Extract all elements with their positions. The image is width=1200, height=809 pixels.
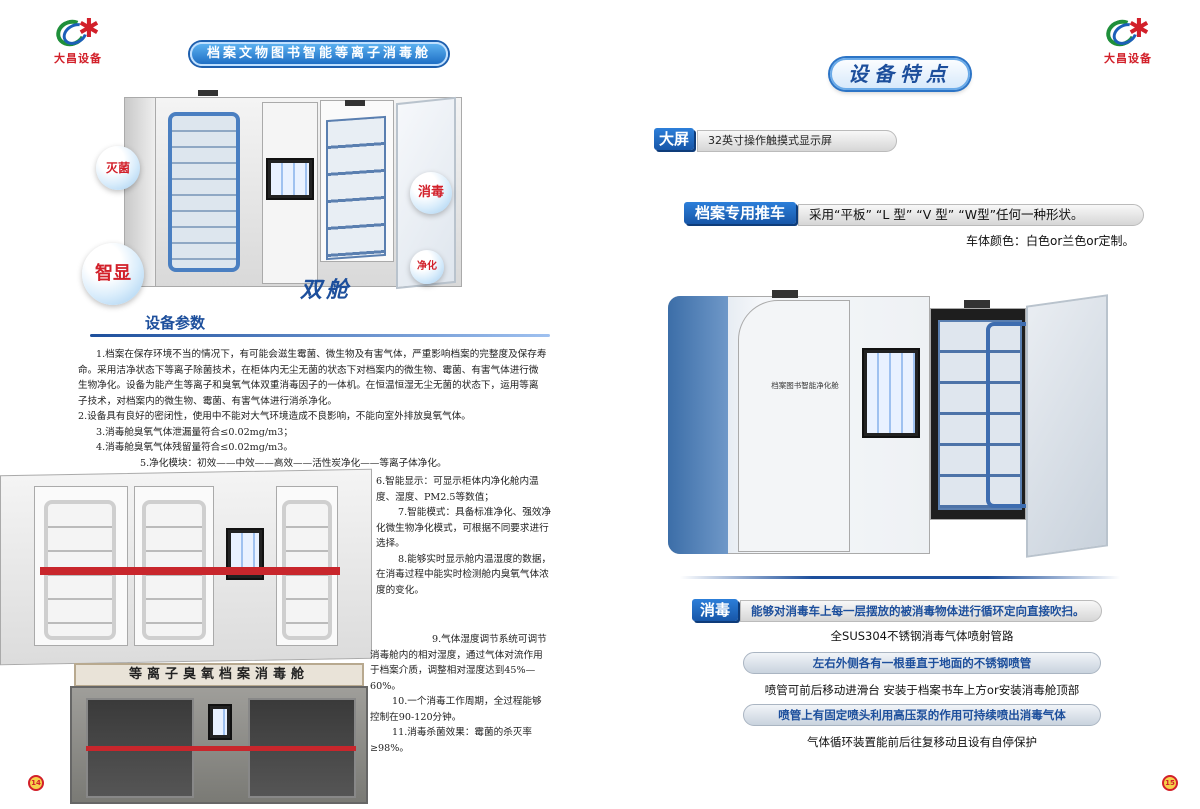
logo-text: 大昌设备 [1104, 52, 1152, 65]
params-text: 1.档案在保存环境不当的情况下，有可能会滋生霉菌、微生物及有害气体，严重影响档案… [78, 347, 548, 471]
param-paragraph: 4.消毒舱臭氧气体残留量符合≤0.02mg/m3。 [96, 442, 293, 453]
logo-mark-icon: ✱ [1102, 14, 1150, 51]
param-paragraph: 11.消毒杀菌效果：霉菌的杀灭率≥98%。 [370, 727, 532, 754]
screen-description: 32英寸操作触摸式显示屏 [697, 130, 897, 152]
disinfect-description: 能够对消毒车上每一层摆放的被消毒物体进行循环定向直接吹扫。 [740, 600, 1102, 622]
params-side-text: 6.智能显示：可显示柜体内净化舱内温度、湿度、PM2.5等数值； 7.智能模式：… [376, 474, 556, 598]
page-title: 设备特点 [830, 58, 970, 90]
param-paragraph: 10.一个消毒工作周期，全过程能够控制在90-120分钟。 [370, 696, 542, 723]
feature-item: 喷管上有固定喷头利用高压泵的作用可持续喷出消毒气体 [743, 704, 1101, 726]
tag-disinfect: 消毒 [692, 599, 738, 621]
page-number: 15 [1162, 775, 1178, 791]
feature-item: 左右外侧各有一根垂直于地面的不锈钢喷管 [743, 652, 1101, 674]
brand-logo: ✱ 大昌设备 [48, 14, 108, 65]
section-params: 设备参数 [90, 312, 550, 337]
logo-mark-icon: ✱ [52, 14, 100, 51]
brand-logo: ✱ 大昌设备 [1098, 14, 1158, 65]
feature-item: 气体循环装置能前后往复移动且设有自停保护 [807, 735, 1037, 749]
bubble-disinfect: 消毒 [410, 172, 452, 214]
ozone-cabinet-sign: 等离子臭氧档案消毒舱 [74, 663, 364, 687]
bubble-smart: 智显 [82, 243, 144, 305]
page-banner: 档案文物图书智能等离子消毒舱 [190, 42, 448, 66]
tag-screen: 大屏 [654, 128, 694, 150]
param-paragraph: 1.档案在保存环境不当的情况下，有可能会滋生霉菌、微生物及有害气体，严重影响档案… [78, 349, 547, 407]
right-page: ✱ 大昌设备 设备特点 大屏 32英寸操作触摸式显示屏 档案专用推车 采用“平板… [600, 0, 1200, 809]
params-side-text-lower: 9.气体湿度调节系统可调节消毒舱内的相对湿度，通过气体对流作用于档案介质，调整相… [370, 632, 548, 756]
section-params-title: 设备参数 [145, 314, 206, 332]
tag-cart: 档案专用推车 [684, 202, 796, 224]
param-paragraph: 6.智能显示：可显示柜体内净化舱内温度、湿度、PM2.5等数值； [376, 476, 539, 503]
cart-description: 采用“平板” “L 型” “V 型” “W型”任何一种形状。 [798, 204, 1144, 226]
feature-item: 喷管可前后移动进滑台 安装于档案书车上方or安装消毒舱顶部 [764, 683, 1080, 697]
param-paragraph: 3.消毒舱臭氧气体泄漏量符合≤0.02mg/m3； [96, 426, 293, 438]
param-paragraph: 9.气体湿度调节系统可调节消毒舱内的相对湿度，通过气体对流作用于档案介质，调整相… [370, 634, 547, 692]
section-divider [680, 576, 1120, 579]
bubble-sterilize: 灭菌 [96, 146, 140, 190]
section-underline [90, 334, 550, 337]
ozone-cabinet-image [70, 686, 368, 804]
feature-item: 全SUS304不锈钢消毒气体喷射管路 [830, 629, 1014, 643]
twin-caption: 双舱 [300, 277, 353, 303]
param-paragraph: 2.设备具有良好的密闭性，使用中不能对大气环境造成不良影响，不能向室外排放臭氧气… [78, 411, 471, 422]
color-note: 车体颜色：白色or兰色or定制。 [966, 234, 1135, 248]
param-paragraph: 7.智能模式：具备标准净化、强效净化微生物净化模式，可根据不同要求进行选择。 [376, 507, 552, 549]
logo-text: 大昌设备 [54, 52, 102, 65]
machine-label: 档案图书智能净化舱 [771, 381, 839, 390]
page-number: 14 [28, 775, 44, 791]
param-paragraph: 8.能够实时显示舱内温湿度的数据，在消毒过程中能实时检测舱内臭氧气体浓度的变化。 [376, 553, 552, 596]
param-paragraph: 5.净化模块：初效——中效——高效——活性炭净化——等离子体净化。 [140, 457, 447, 469]
left-page: ✱ 大昌设备 档案文物图书智能等离子消毒舱 灭菌 消毒 智显 净化 双舱 设备参… [0, 14, 556, 804]
bubble-purify: 净化 [410, 250, 444, 284]
